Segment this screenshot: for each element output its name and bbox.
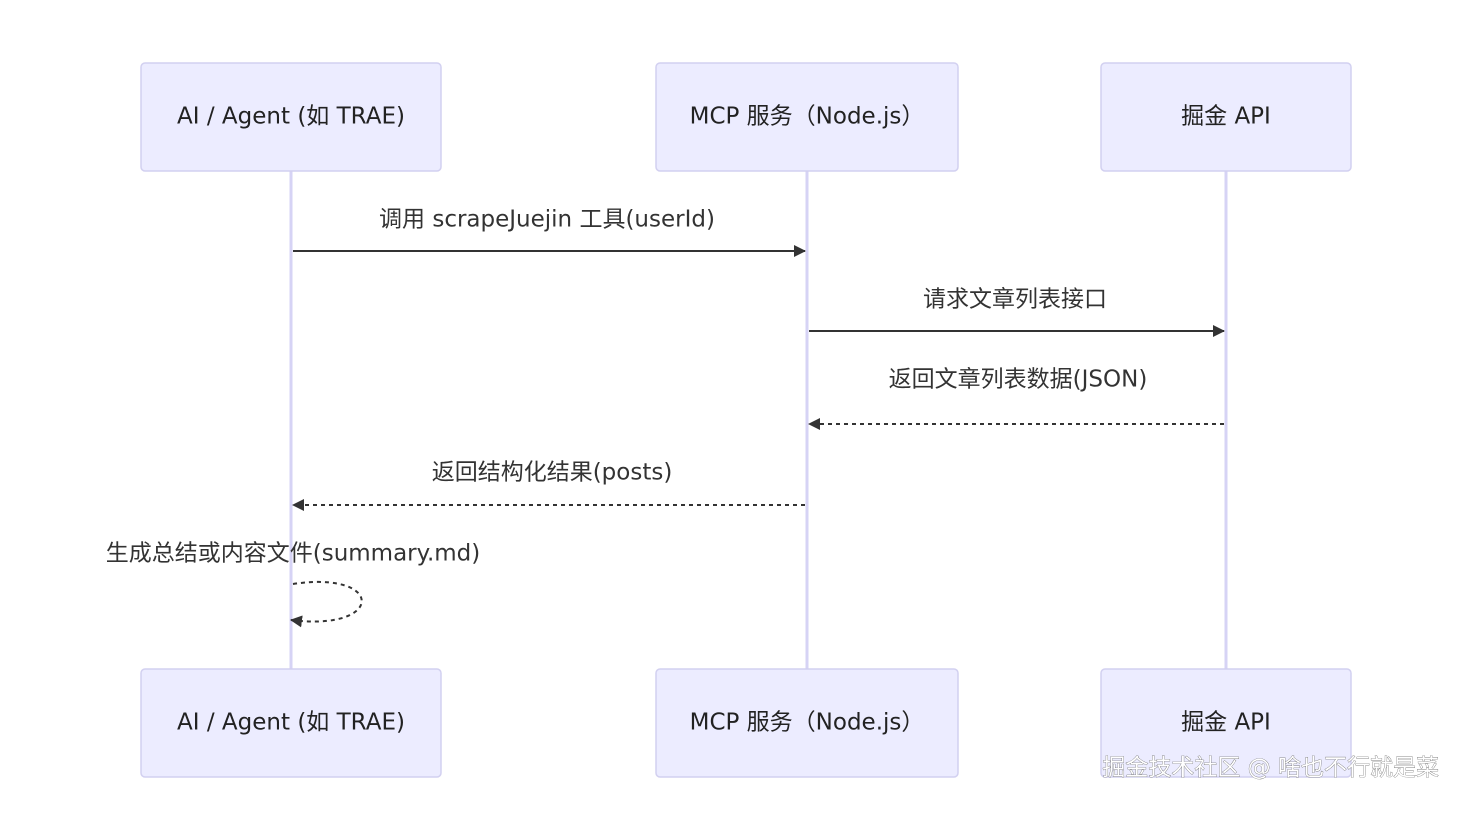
actor-box xyxy=(140,62,442,172)
actor-bottom-agent: AI / Agent (如 TRAE) xyxy=(140,668,442,778)
actor-top-agent: AI / Agent (如 TRAE) xyxy=(140,62,442,172)
message-label: 返回文章列表数据(JSON) xyxy=(889,367,1148,393)
message-label: 调用 scrapeJuejin 工具(userId) xyxy=(379,207,715,233)
actor-box xyxy=(1100,62,1352,172)
actor-box xyxy=(140,668,442,778)
actor-bottom-juejin: 掘金 API xyxy=(1100,668,1352,778)
actor-top-mcp: MCP 服务（Node.js） xyxy=(655,62,959,172)
actor-label: 掘金 API xyxy=(1181,710,1271,736)
message-self-loop xyxy=(290,581,363,628)
message-label: 生成总结或内容文件(summary.md) xyxy=(106,541,481,567)
actor-top-juejin: 掘金 API xyxy=(1100,62,1352,172)
message-request-list: 请求文章列表接口 xyxy=(809,287,1225,337)
message-label: 返回结构化结果(posts) xyxy=(432,460,673,486)
actor-label: AI / Agent (如 TRAE) xyxy=(177,710,405,736)
actor-box xyxy=(655,668,959,778)
watermark: 掘金技术社区 @ 啥也不行就是菜 xyxy=(1102,755,1439,781)
message-call-tool: 调用 scrapeJuejin 工具(userId) xyxy=(293,207,806,257)
actor-label: AI / Agent (如 TRAE) xyxy=(177,104,405,130)
actor-box xyxy=(1100,668,1352,778)
actor-label: MCP 服务（Node.js） xyxy=(690,104,925,130)
message-return-posts: 返回结构化结果(posts) xyxy=(292,460,805,511)
message-return-list: 返回文章列表数据(JSON) xyxy=(808,367,1224,430)
actor-label: MCP 服务（Node.js） xyxy=(690,710,925,736)
message-self-summary: 生成总结或内容文件(summary.md) xyxy=(106,541,481,628)
actor-box xyxy=(655,62,959,172)
actor-label: 掘金 API xyxy=(1181,104,1271,130)
actor-bottom-mcp: MCP 服务（Node.js） xyxy=(655,668,959,778)
message-label: 请求文章列表接口 xyxy=(923,287,1107,313)
